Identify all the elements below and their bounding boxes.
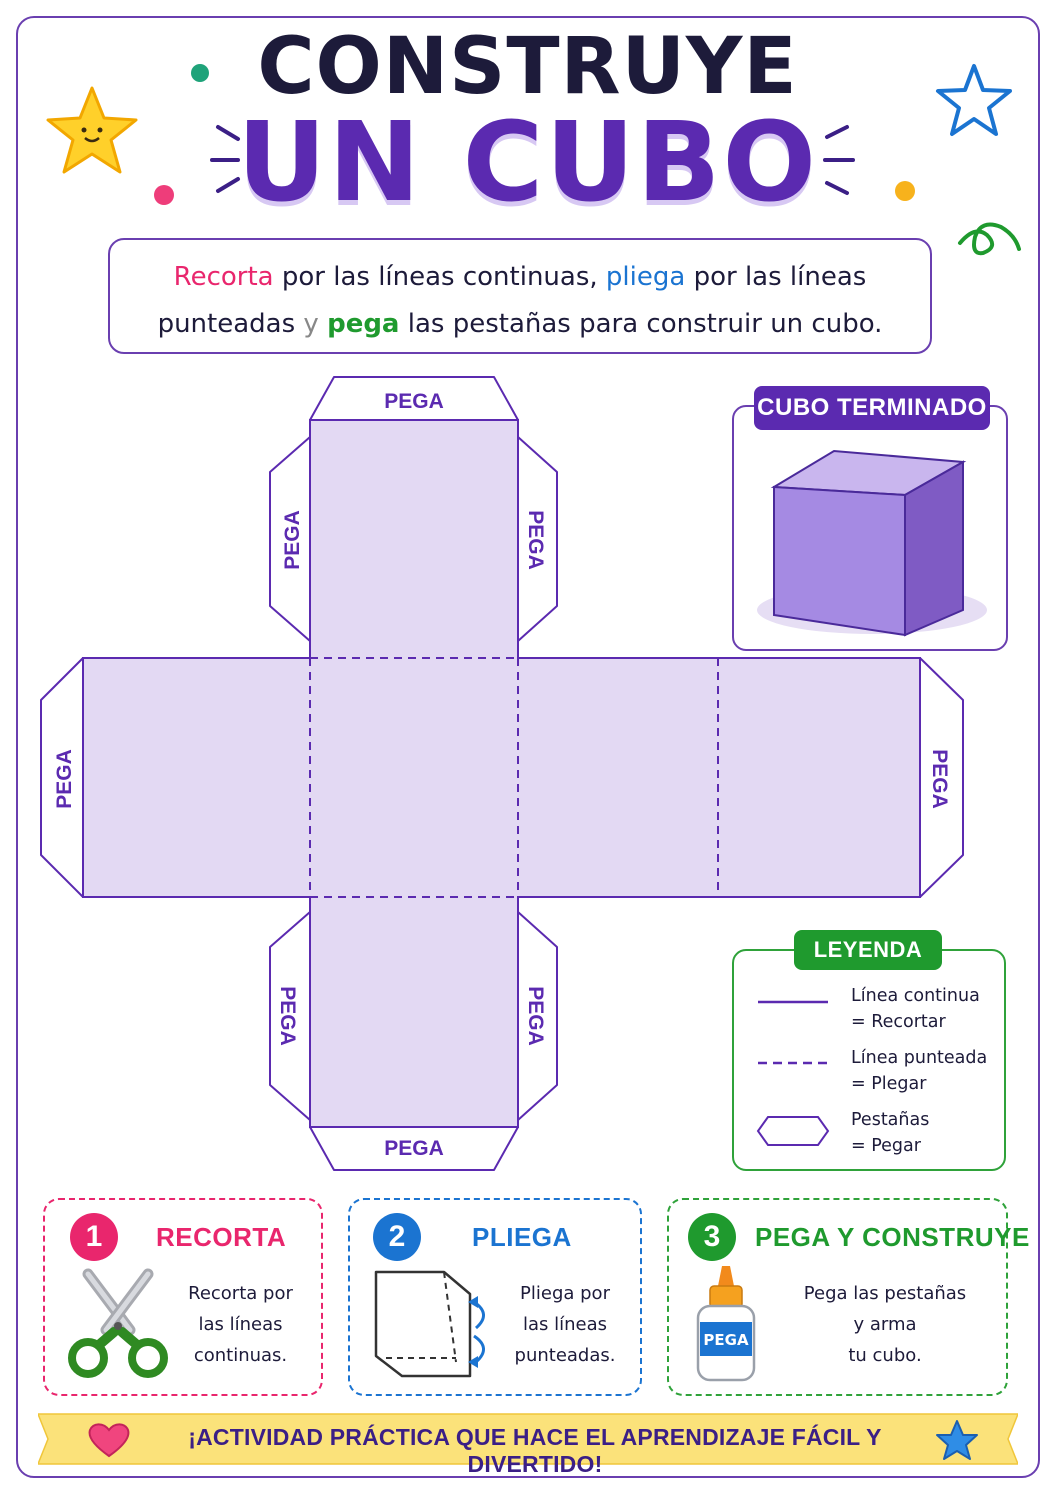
step-2-title: PLIEGA (472, 1222, 572, 1252)
tab-label-left: PEGA (53, 749, 76, 809)
y-word: y (303, 309, 319, 339)
legend-item-dashed: Línea punteada = Plegar (851, 1045, 987, 1097)
step-1-number: 1 (70, 1213, 118, 1261)
face-strip (83, 658, 920, 897)
title-line-1: CONSTRUYE (257, 22, 798, 112)
scissors-icon (68, 1268, 168, 1378)
cut-word: Recorta (173, 262, 274, 292)
legend-item-solid: Línea continua = Recortar (851, 983, 980, 1035)
star-outline-icon (936, 64, 1012, 136)
fold-icon (374, 1270, 485, 1378)
step-3-line-1: Pega las pestañas (803, 1283, 967, 1304)
footer-banner-text: ¡ACTIVIDAD PRÁCTICA QUE HACE EL APRENDIZ… (188, 1424, 882, 1477)
step-1-line-1: Recorta por (188, 1283, 293, 1304)
step-1-line-2: las líneas (198, 1314, 283, 1335)
instructions-text-b: por las líneas (685, 262, 867, 292)
legend-title: LEYENDA (794, 930, 942, 970)
step-1-text: Recorta por las líneas continuas. (168, 1278, 313, 1371)
footer-banner (38, 1413, 1018, 1465)
heart-icon (88, 1423, 130, 1458)
confetti-right-icon (823, 125, 1021, 256)
step-1-title: RECORTA (156, 1222, 287, 1252)
page-frame (16, 16, 1040, 1478)
title-line-2: UN CUBO (236, 98, 819, 226)
tab-label-upper-right: PEGA (524, 510, 547, 570)
step-3-line-2: y arma (853, 1314, 917, 1335)
legend-item-dashed-line2: = Plegar (851, 1074, 927, 1094)
legend-item-solid-line1: Línea continua (851, 986, 980, 1006)
instructions-text-d: las pestañas para construir un cubo. (399, 309, 883, 339)
face-bottom (310, 897, 518, 1127)
tab-label-bottom: PEGA (384, 1137, 444, 1160)
step-3-line-3: tu cubo. (848, 1345, 922, 1366)
confetti-left-icon (154, 64, 240, 205)
instructions-text-a: por las líneas continuas, (273, 262, 606, 292)
step-2-text: Pliega por las líneas punteadas. (500, 1278, 630, 1371)
legend-symbols (756, 1000, 830, 1146)
instructions-text-c: punteadas (157, 309, 304, 339)
finished-cube-label: CUBO TERMINADO (754, 386, 990, 430)
tab-label-lower-left: PEGA (276, 986, 299, 1046)
legend-item-tabs-line1: Pestañas (851, 1110, 930, 1130)
smiling-star-icon (46, 86, 138, 174)
tab-label-lower-right: PEGA (524, 986, 547, 1046)
tab-label-upper-left: PEGA (281, 510, 304, 570)
glue-bottle-label: PEGA (703, 1331, 749, 1349)
legend-item-dashed-line1: Línea punteada (851, 1048, 988, 1068)
legend-item-solid-line2: = Recortar (851, 1012, 946, 1032)
star-blue-icon (936, 1420, 978, 1460)
tab-label-right: PEGA (928, 749, 951, 809)
face-top (310, 420, 518, 658)
legend-item-tabs: Pestañas = Pegar (851, 1107, 929, 1159)
glue-word: pega (327, 309, 400, 339)
step-3-number: 3 (688, 1213, 736, 1261)
step-2-line-2: las líneas (522, 1314, 608, 1335)
step-1-line-3: continuas. (193, 1345, 288, 1366)
step-2-number: 2 (373, 1213, 421, 1261)
step-3-card (667, 1198, 1008, 1396)
finished-cube-icon (757, 449, 987, 637)
step-1-card (43, 1198, 323, 1396)
instructions-box: Recorta por las líneas continuas, pliega… (108, 238, 932, 354)
legend-item-tabs-line2: = Pegar (851, 1136, 921, 1156)
step-3-title: PEGA Y CONSTRUYE (755, 1222, 1030, 1252)
step-2-line-1: Pliega por (520, 1283, 610, 1304)
step-3-text: Pega las pestañas y arma tu cubo. (790, 1278, 980, 1371)
tab-label-top: PEGA (384, 390, 444, 413)
glue-bottle-icon: PEGA (696, 1266, 756, 1382)
fold-word: pliega (605, 262, 686, 292)
tab-shape-icon (756, 1116, 830, 1146)
step-2-card (348, 1198, 642, 1396)
step-2-line-3: punteadas. (514, 1345, 616, 1366)
